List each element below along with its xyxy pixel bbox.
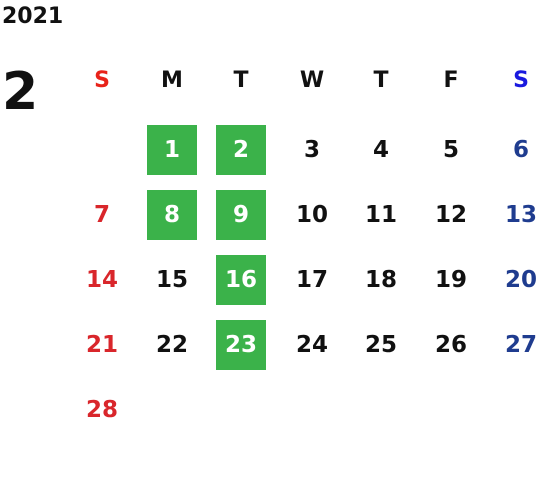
day-cell-1[interactable]: 1 [147, 125, 197, 175]
day-cell-17[interactable]: 17 [295, 267, 328, 293]
day-cell-5[interactable]: 5 [442, 137, 459, 163]
day-cell-22[interactable]: 22 [155, 332, 188, 358]
day-cell-12[interactable]: 12 [434, 202, 467, 228]
day-cell-4[interactable]: 4 [372, 137, 389, 163]
day-cell-23[interactable]: 23 [216, 320, 266, 370]
year-label: 2021 [2, 4, 64, 29]
day-cell-9[interactable]: 9 [216, 190, 266, 240]
day-cell-28[interactable]: 28 [85, 397, 118, 423]
day-cell-15[interactable]: 15 [155, 267, 188, 293]
day-cell-8[interactable]: 8 [147, 190, 197, 240]
month-number: 2 [2, 62, 39, 122]
weekday-wed: W [299, 68, 325, 93]
day-cell-26[interactable]: 26 [434, 332, 467, 358]
day-cell-18[interactable]: 18 [364, 267, 397, 293]
day-cell-27[interactable]: 27 [504, 332, 537, 358]
day-cell-10[interactable]: 10 [295, 202, 328, 228]
day-cell-7[interactable]: 7 [93, 202, 110, 228]
weekday-sun: S [94, 68, 110, 93]
day-cell-24[interactable]: 24 [295, 332, 328, 358]
weekday-tue: T [233, 68, 249, 93]
day-cell-25[interactable]: 25 [364, 332, 397, 358]
day-cell-6[interactable]: 6 [512, 137, 529, 163]
day-cell-20[interactable]: 20 [504, 267, 537, 293]
weekday-header-row: S M T W T F S [0, 66, 548, 96]
day-cell-3[interactable]: 3 [303, 137, 320, 163]
day-cell-2[interactable]: 2 [216, 125, 266, 175]
day-cell-13[interactable]: 13 [504, 202, 537, 228]
weekday-fri: F [443, 68, 459, 93]
weekday-sat: S [513, 68, 529, 93]
day-cell-11[interactable]: 11 [364, 202, 397, 228]
day-cell-21[interactable]: 21 [85, 332, 118, 358]
weekday-mon: M [161, 68, 183, 93]
weekday-thu: T [373, 68, 389, 93]
day-cell-16[interactable]: 16 [216, 255, 266, 305]
day-cell-14[interactable]: 14 [85, 267, 118, 293]
day-cell-19[interactable]: 19 [434, 267, 467, 293]
